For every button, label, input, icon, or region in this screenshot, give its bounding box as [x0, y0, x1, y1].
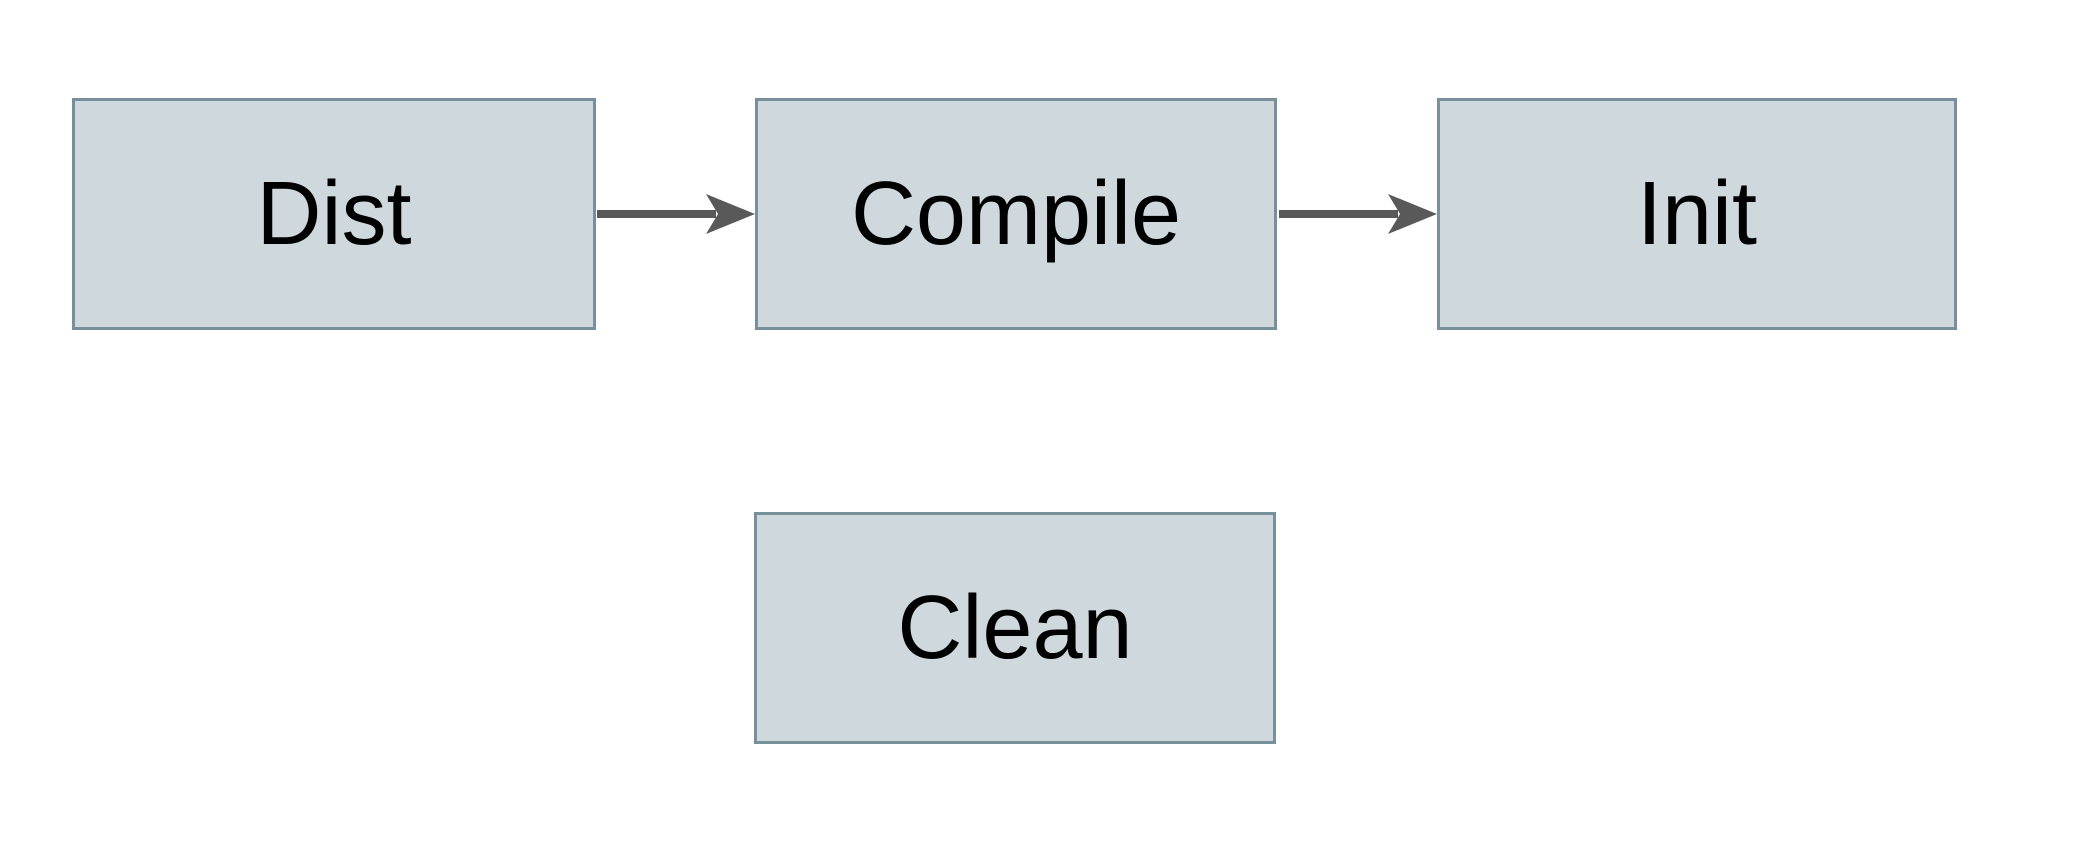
- node-clean-label: Clean: [897, 578, 1133, 678]
- arrow-compile-to-init: [1279, 194, 1437, 234]
- node-compile: Compile: [755, 98, 1277, 330]
- node-compile-label: Compile: [850, 164, 1182, 264]
- node-dist: Dist: [72, 98, 596, 330]
- arrow-dist-to-compile: [597, 194, 755, 234]
- node-init-label: Init: [1636, 164, 1758, 264]
- node-clean: Clean: [754, 512, 1276, 744]
- node-init: Init: [1437, 98, 1957, 330]
- node-dist-label: Dist: [256, 164, 412, 264]
